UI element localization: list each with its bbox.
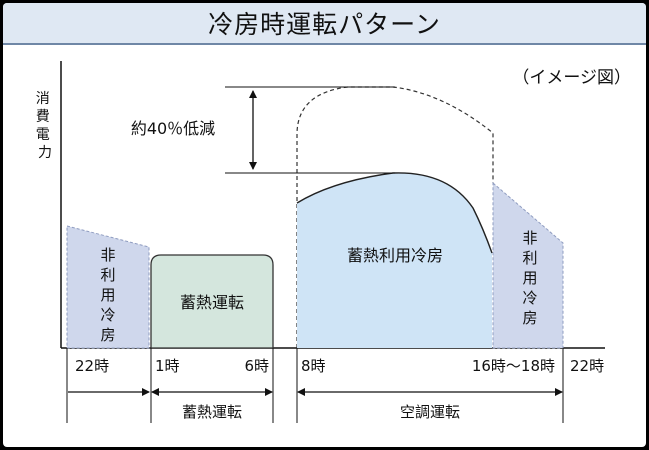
time-label-22-right: 22時	[570, 357, 604, 375]
storage-use-cooling-label: 蓄熱利用冷房	[347, 246, 443, 265]
y-axis-label: 消 費 電 力	[36, 91, 54, 161]
time-label-1: 1時	[155, 357, 180, 375]
storage-operation-block	[150, 254, 274, 349]
reduction-label: 約40％低減	[131, 119, 215, 138]
time-label-16-18: 16時～18時	[472, 357, 555, 375]
storage-operation-label: 蓄熱運転	[180, 293, 244, 312]
image-note: （イメージ図）	[512, 68, 631, 88]
page-title: 冷房時運転パターン	[208, 10, 441, 39]
non-use-cooling-right-label: 非利用冷房	[522, 229, 537, 327]
time-label-6: 6時	[244, 357, 269, 375]
time-label-8: 8時	[301, 357, 326, 375]
storage-period-label: 蓄熱運転	[182, 403, 242, 421]
reduced-consumption-curve	[296, 172, 493, 254]
diagram-panel: 冷房時運転パターン （イメージ図） 消 費 電 力	[3, 3, 646, 447]
non-use-cooling-left-block	[66, 225, 150, 349]
operation-pattern-diagram: （イメージ図） 消 費 電 力 非利用冷房 蓄熱運転	[36, 61, 631, 423]
storage-use-cooling-block	[297, 172, 492, 348]
ac-period-label: 空調運転	[400, 403, 460, 421]
title-bar: 冷房時運転パターン	[3, 3, 646, 45]
time-label-22-left: 22時	[75, 357, 109, 375]
non-use-cooling-left-label: 非利用冷房	[100, 246, 115, 344]
